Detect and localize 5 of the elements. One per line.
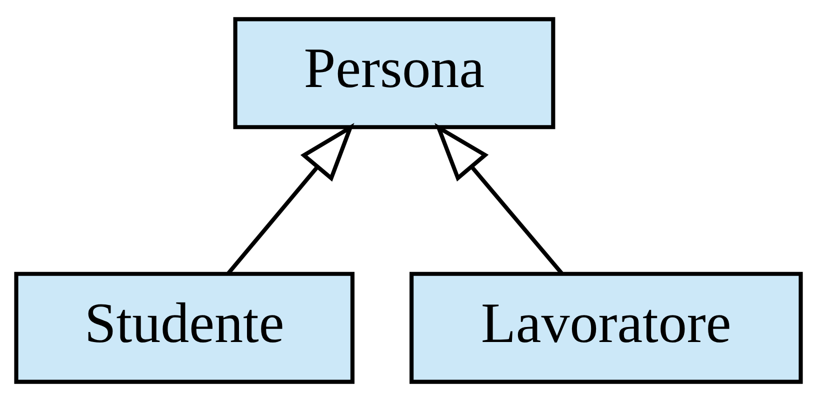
arrow [434,122,564,275]
node-box: Studente [14,272,354,384]
arrow [226,122,354,275]
node-box: Lavoratore [410,272,803,384]
node-box: Persona [233,17,556,130]
